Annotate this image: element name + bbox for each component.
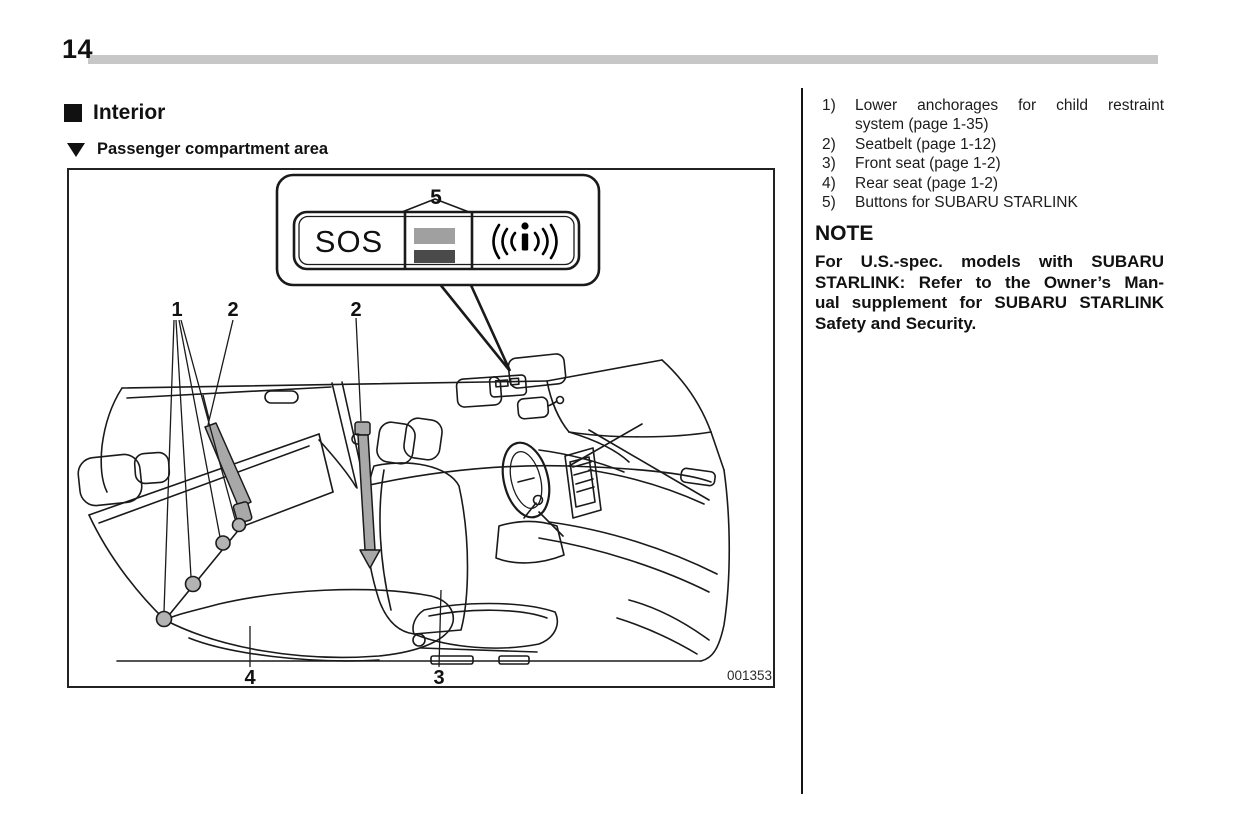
starlink-indicator-light [414,228,455,244]
starlink-button-panel: SOS [292,210,581,271]
legend-item-2: 2) Seatbelt (page 1-12) [815,135,1164,154]
figure-code: 001353 [727,668,772,683]
note-line: For U.S.-spec. models with SUBARU [815,252,1164,271]
legend-item-number: 4) [822,174,836,192]
triangle-bullet-icon [67,142,85,157]
starlink-indicator-dark [414,250,455,263]
rearview-mirror [516,395,565,420]
car-interior-drawing [77,353,731,665]
note-body: For U.S.-spec. models with SUBARU STARLI… [815,252,1164,334]
figure-number-labels: 1 2 2 3 4 [171,299,444,689]
sun-visor-left [455,376,503,408]
legend-item-text: system (page 1-35) [855,116,989,134]
legend-item-3: 3) Front seat (page 1-2) [815,154,1164,173]
interior-diagram: 1 2 2 3 4 5 SOS [77,173,772,689]
subsection-title: Passenger compartment area [97,140,329,158]
sos-button: SOS [315,224,383,259]
header-bar [88,55,1158,64]
label-4: 4 [244,667,256,686]
legend-item-number: 5) [822,194,836,212]
center-seatbelt [351,421,381,569]
passenger-compartment-figure: 1 2 2 3 4 5 SOS [67,168,775,689]
legend-item-number: 3) [822,155,836,173]
overhead-console [488,374,528,398]
center-stack-display [564,447,602,519]
grab-handle [264,390,299,404]
info-call-button-icon [492,223,558,260]
section-title: Interior [93,101,166,124]
note-line: ual supplement for SUBARU STARLINK [815,293,1164,312]
front-seat [365,417,559,665]
section-heading: Interior [64,101,165,125]
label-2-rear: 2 [227,299,238,321]
label-5: 5 [430,186,442,209]
legend-item-4: 4) Rear seat (page 1-2) [815,174,1164,193]
column-divider [801,88,803,794]
front-door-panel [538,465,718,655]
lower-anchorage-points [155,517,247,628]
legend-item-1: 1) Lower anchorages for child restraint … [815,96,1164,135]
note-line: STARLINK: Refer to the Owner’s Man- [815,272,1164,292]
label-2-center: 2 [350,299,361,321]
note-line: Safety and Security. [815,313,977,333]
legend-item-number: 2) [822,135,836,153]
note-heading: NOTE [815,222,874,245]
center-console-shifter [495,494,565,564]
square-bullet-icon [64,104,82,122]
legend-item-text: Front seat (page 1-2) [855,155,1001,173]
label-3: 3 [433,667,444,686]
legend-item-number: 1) [822,97,836,114]
info-i-glyph [521,222,529,251]
legend-item-text: Rear seat (page 1-2) [855,174,999,192]
subsection-heading: Passenger compartment area [67,140,328,159]
rear-seatbelt [202,394,253,524]
label-1: 1 [171,299,182,321]
legend-item-text: Lower anchorages for child restraint [855,97,1164,114]
legend-list: 1) Lower anchorages for child restraint … [815,96,1164,212]
callout-pointer-lines [163,317,442,668]
legend-item-text: Buttons for SUBARU STARLINK [855,194,1078,212]
legend-item-5: 5) Buttons for SUBARU STARLINK [815,193,1164,212]
page-number: 14 [62,34,94,64]
starlink-callout: 5 SOS [275,173,601,372]
legend-item-text: Seatbelt (page 1-12) [855,135,997,153]
sun-visor-right [507,353,567,389]
